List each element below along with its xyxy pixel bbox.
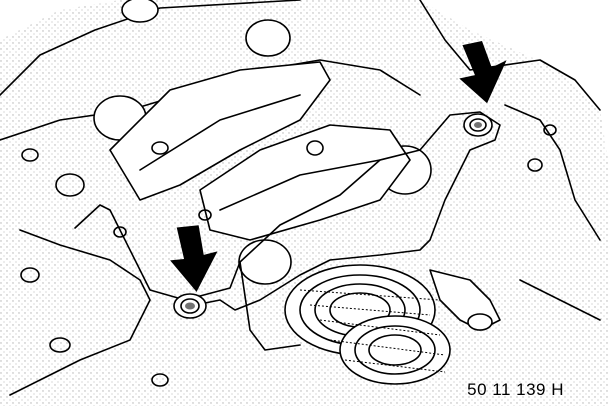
crank-web [109, 61, 411, 241]
nut-lower-left [173, 293, 207, 319]
gear-stack [284, 264, 501, 385]
arrow-upper-right [459, 40, 507, 104]
nut-upper-right [463, 113, 493, 137]
figure-id-label: 50 11 139 H [467, 380, 564, 399]
arrow-lower-left [170, 225, 218, 292]
block-holes [20, 124, 557, 387]
